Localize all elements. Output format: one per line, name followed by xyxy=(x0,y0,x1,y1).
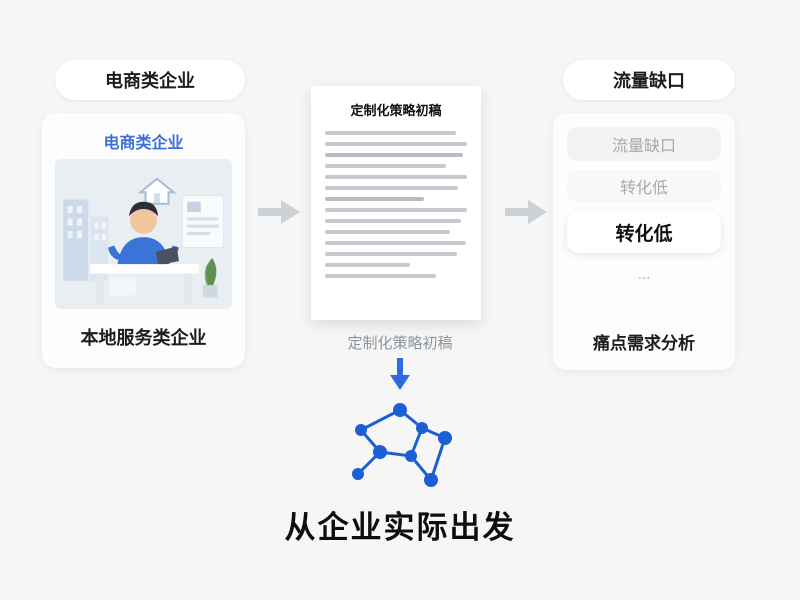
arrow-down-icon xyxy=(388,357,412,391)
left-header-pill: 电商类企业 xyxy=(55,60,245,100)
ellipsis-label: ... xyxy=(637,265,651,283)
painpoint-card-caption: 痛点需求分析 xyxy=(593,334,695,353)
arrow-right-icon xyxy=(503,198,549,226)
ecommerce-card: 电商类企业 xyxy=(42,113,245,368)
plant-icon xyxy=(202,257,218,298)
arrow-right-icon xyxy=(256,198,302,226)
strategy-document: 定制化策略初稿 xyxy=(311,86,481,320)
painpoint-item-more: ... xyxy=(567,262,721,286)
painpoint-item-label: 转化低 xyxy=(619,180,668,197)
painpoint-item-label: 流量缺口 xyxy=(611,138,676,155)
right-header-label: 流量缺口 xyxy=(613,71,685,91)
left-header-label: 电商类企业 xyxy=(105,71,195,91)
document-text-lines xyxy=(325,131,467,278)
painpoint-card: 流量缺口 转化低 转化低 ... 痛点需求分析 xyxy=(553,113,735,370)
person-at-desk-illustration xyxy=(55,159,232,309)
painpoint-item-selected: 转化低 xyxy=(567,211,721,253)
ecommerce-card-caption: 本地服务类企业 xyxy=(80,328,207,348)
house-icon xyxy=(137,177,177,205)
strategy-document-title: 定制化策略初稿 xyxy=(350,103,442,118)
person-figure xyxy=(108,201,179,265)
painpoint-item: 转化低 xyxy=(567,170,721,202)
painpoint-item: 流量缺口 xyxy=(567,127,721,161)
strategy-document-caption: 定制化策略初稿 xyxy=(347,335,453,352)
illustration-svg xyxy=(55,159,232,309)
ecommerce-card-title: 电商类企业 xyxy=(103,135,184,152)
painpoint-item-label: 转化低 xyxy=(615,223,673,245)
headline: 从企业实际出发 xyxy=(284,510,516,545)
right-header-pill: 流量缺口 xyxy=(563,60,735,100)
network-graph-icon xyxy=(343,398,459,492)
